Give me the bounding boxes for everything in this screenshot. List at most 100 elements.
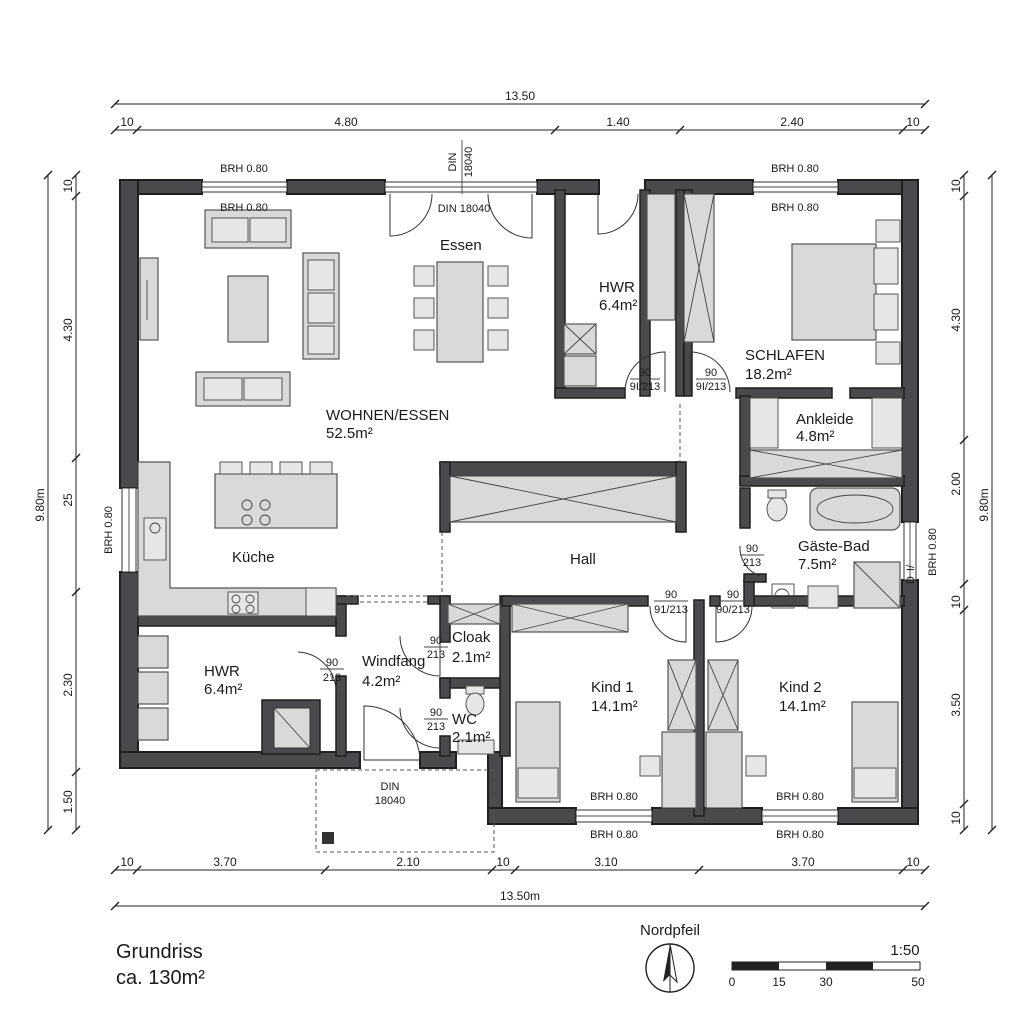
right-dim-2: 4.30 <box>949 308 963 332</box>
din-top-b: 18040 <box>463 147 475 178</box>
right-window-mark-2: D <box>905 576 917 584</box>
door-hwr2-213: 213 <box>323 672 341 684</box>
room-windfang-name: Windfang <box>362 653 425 670</box>
bottom-dim-2: 3.70 <box>213 855 237 869</box>
brh-label-kind1-outer: BRH 0.80 <box>590 829 638 841</box>
brh-label-kind1-inner: BRH 0.80 <box>590 791 638 803</box>
door-hwr-size: 9I/213 <box>630 381 661 393</box>
din-top-a: DIN <box>447 152 459 171</box>
door-schlafen-size: 9I/213 <box>696 381 727 393</box>
room-ankleide-area: 4.8m² <box>796 428 834 445</box>
door-kind2-size: 90/213 <box>716 604 750 616</box>
door-hwr-90: 90 <box>639 367 651 379</box>
brh-label-kind2-outer: BRH 0.80 <box>776 829 824 841</box>
plan-title: Grundriss <box>116 941 203 963</box>
room-hwr-bottom-name: HWR <box>204 663 240 680</box>
left-dim-3: 25 <box>61 493 75 507</box>
dashed-openings <box>315 404 681 853</box>
left-total-dim: 9.80m <box>33 488 47 521</box>
right-dim-4: 10 <box>949 595 963 609</box>
bottom-total-dim: 13.50m <box>500 889 540 903</box>
room-labels: Essen WOHNEN/ESSEN 52.5m² Küche HWR 6.4m… <box>204 237 870 746</box>
room-kind1-name: Kind 1 <box>591 679 634 696</box>
door-wc-90: 90 <box>430 707 442 719</box>
top-dim-4: 2.40 <box>780 115 804 129</box>
room-gaestebad-area: 7.5m² <box>798 556 836 573</box>
room-hwr-top-area: 6.4m² <box>599 297 637 314</box>
bottom-dim-7: 10 <box>906 855 920 869</box>
bottom-dimensions: 10 3.70 2.10 10 3.10 3.70 10 13.50m <box>110 855 930 911</box>
room-cloak-name: Cloak <box>452 629 491 646</box>
left-dim-5: 1.50 <box>61 790 75 814</box>
window-labels: BRH 0.80 BRH 0.80 BRH 0.80 BRH 0.80 BRH … <box>103 140 939 841</box>
dining-table <box>436 261 484 363</box>
door-wc-213: 213 <box>427 721 445 733</box>
scale-tick-50: 50 <box>911 975 925 989</box>
brh-label-right: BRH 0.80 <box>927 528 939 576</box>
room-wohnen-area: 52.5m² <box>326 425 373 442</box>
right-dim-3: 2.00 <box>949 472 963 496</box>
brh-label-left: BRH 0.80 <box>103 506 115 554</box>
brh-label-top-left-inner: BRH 0.80 <box>220 202 268 214</box>
brh-label-top-right-inner: BRH 0.80 <box>771 202 819 214</box>
door-kind1-90: 90 <box>665 589 677 601</box>
top-dim-2: 4.80 <box>334 115 358 129</box>
room-essen-name: Essen <box>440 237 482 254</box>
room-hall-name: Hall <box>570 551 596 568</box>
scale-tick-0: 0 <box>729 975 736 989</box>
door-bad-90: 90 <box>746 543 758 555</box>
legend: Grundriss ca. 130m² Nordpfeil 1:50 0 15 … <box>116 922 925 993</box>
door-kind1-size: 91/213 <box>654 604 688 616</box>
scale-label: 1:50 <box>890 942 919 959</box>
door-cloak-213: 213 <box>427 649 445 661</box>
north-arrow-label: Nordpfeil <box>640 922 700 939</box>
door-bad-213: 213 <box>743 557 761 569</box>
room-ankleide-name: Ankleide <box>796 411 854 428</box>
bottom-dim-6: 3.70 <box>791 855 815 869</box>
right-total-dim: 9.80m <box>977 488 991 521</box>
right-window-mark: I/ <box>905 564 917 571</box>
room-schlafen-name: SCHLAFEN <box>745 347 825 364</box>
bathtub <box>809 487 901 531</box>
doors <box>297 193 761 761</box>
room-gaestebad-name: Gäste-Bad <box>798 538 870 555</box>
din-bottom-b: 18040 <box>375 795 406 807</box>
right-dim-5: 3.50 <box>949 693 963 717</box>
door-labels: 90 9I/213 90 9I/213 90 213 90 91/213 90 … <box>320 367 764 733</box>
tv-board <box>139 257 159 341</box>
brh-label-kind2-inner: BRH 0.80 <box>776 791 824 803</box>
door-cloak-90: 90 <box>430 635 442 647</box>
brh-label-top-left-outer: BRH 0.80 <box>220 163 268 175</box>
windows <box>121 181 917 823</box>
room-wc-name: WC <box>452 711 477 728</box>
top-dim-3: 1.40 <box>606 115 630 129</box>
brh-label-top-right-outer: BRH 0.80 <box>771 163 819 175</box>
left-dim-4: 2.30 <box>61 673 75 697</box>
north-arrow-icon <box>645 943 695 993</box>
left-dim-2: 4.30 <box>61 318 75 342</box>
right-dim-1: 10 <box>949 179 963 193</box>
room-windfang-area: 4.2m² <box>362 673 400 690</box>
plan-subtitle: ca. 130m² <box>116 967 205 989</box>
top-dimensions: 13.50 10 4.80 1.40 2.40 10 <box>110 89 930 135</box>
door-schlafen-90: 90 <box>705 367 717 379</box>
left-dimensions: 9.80m 10 4.30 25 2.30 1.50 <box>33 170 81 835</box>
scale-tick-30: 30 <box>819 975 833 989</box>
din-entry-label: DIN 18040 <box>438 203 491 215</box>
left-dim-1: 10 <box>61 179 75 193</box>
room-kind2-name: Kind 2 <box>779 679 822 696</box>
room-kind1-area: 14.1m² <box>591 698 638 715</box>
room-hwr-bottom-area: 6.4m² <box>204 681 242 698</box>
right-dim-6: 10 <box>949 811 963 825</box>
room-kueche-name: Küche <box>232 549 275 566</box>
top-dim-5: 10 <box>906 115 920 129</box>
room-wc-area: 2.1m² <box>452 729 490 746</box>
bottom-dim-3: 2.10 <box>396 855 420 869</box>
furniture <box>137 193 903 809</box>
scale-tick-15: 15 <box>772 975 786 989</box>
bottom-dim-5: 3.10 <box>594 855 618 869</box>
room-schlafen-area: 18.2m² <box>745 366 792 383</box>
top-dim-1: 10 <box>120 115 134 129</box>
din-bottom-a: DIN <box>381 781 400 793</box>
